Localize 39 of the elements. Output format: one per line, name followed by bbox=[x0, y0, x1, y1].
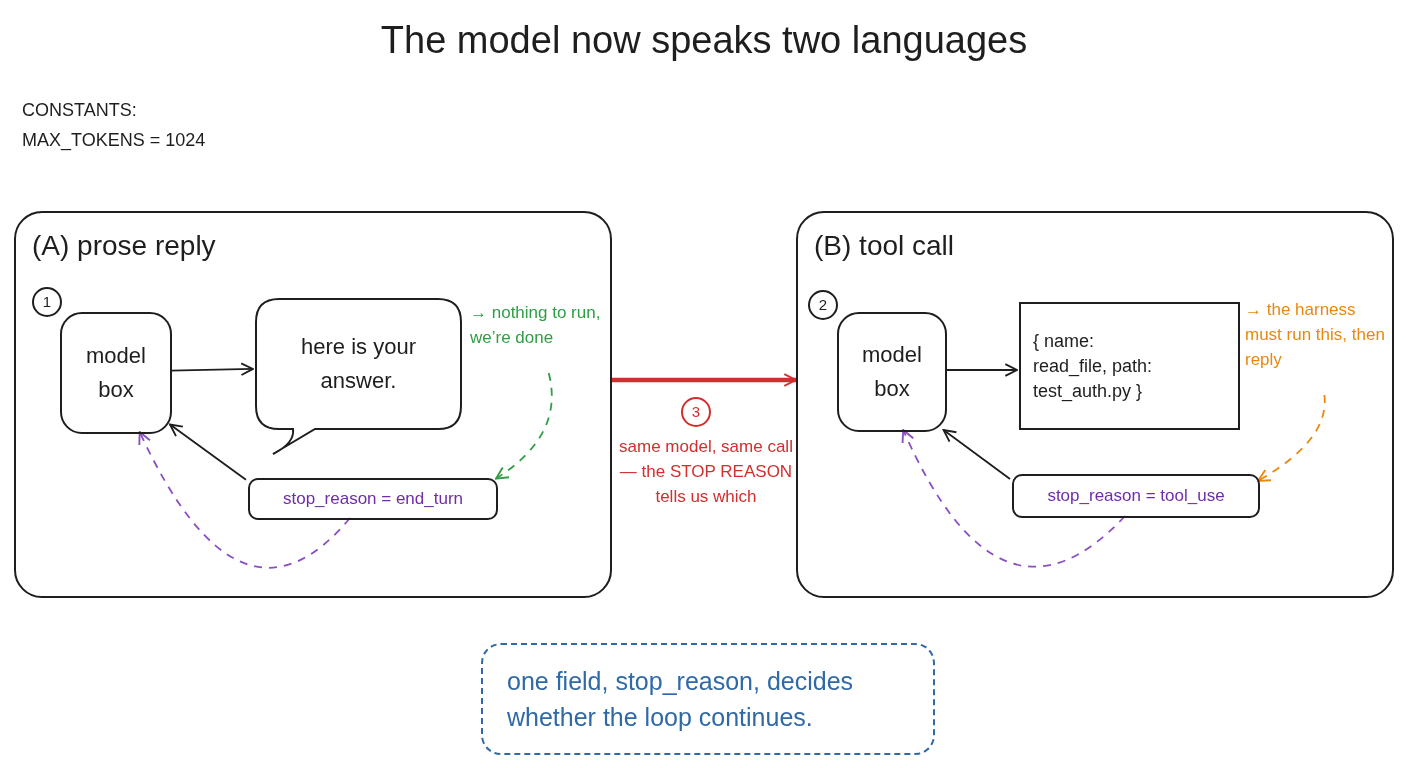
constant-text: CONSTANTS: bbox=[22, 99, 138, 122]
model-box bbox=[60, 312, 172, 434]
note-box bbox=[481, 643, 935, 755]
speech-bubble bbox=[255, 298, 462, 458]
arrow bbox=[612, 373, 797, 387]
panel bbox=[14, 211, 612, 598]
node-text: 3 bbox=[691, 401, 701, 422]
node-text: here is your answer. bbox=[300, 333, 417, 395]
step-number bbox=[808, 290, 838, 320]
arrow bbox=[942, 429, 1011, 480]
step-number bbox=[681, 397, 711, 427]
node-text: stop_reason = tool_use bbox=[1047, 485, 1225, 508]
arrow bbox=[169, 362, 254, 376]
arrow bbox=[495, 372, 553, 480]
arrow bbox=[138, 431, 351, 569]
node-text: model box bbox=[85, 342, 147, 404]
arrow bbox=[944, 363, 1018, 377]
status-box bbox=[1012, 474, 1260, 518]
node-text: → nothing to run, we’re done bbox=[470, 303, 601, 347]
model-box bbox=[837, 312, 947, 432]
arrow bbox=[902, 429, 1126, 568]
panel bbox=[796, 211, 1394, 598]
node-text: 2 bbox=[818, 294, 828, 315]
node-label: same model, same call — the STOP REASON tells us which bbox=[618, 436, 794, 508]
status-box bbox=[248, 478, 498, 520]
arrow bbox=[1257, 394, 1326, 482]
node-text: one field, stop_reason, decides whether the loop continues. bbox=[507, 666, 855, 733]
node-text: stop_reason = end_turn bbox=[282, 488, 464, 511]
constant-text: MAX_TOKENS = 1024 bbox=[22, 129, 206, 153]
arrow bbox=[169, 423, 247, 481]
panel-title: (A) prose reply bbox=[32, 230, 216, 261]
node-text: model box bbox=[861, 341, 923, 403]
panel-title: (B) tool call bbox=[814, 230, 955, 261]
node-text: → the harness must run this, then reply bbox=[1245, 300, 1385, 369]
node-text: 1 bbox=[42, 291, 52, 312]
node-text: { name: read_file, path: test_auth.py } bbox=[1033, 329, 1153, 404]
step-number bbox=[32, 287, 62, 317]
title: The model now speaks two languages bbox=[380, 18, 1028, 63]
code-box bbox=[1019, 302, 1240, 430]
